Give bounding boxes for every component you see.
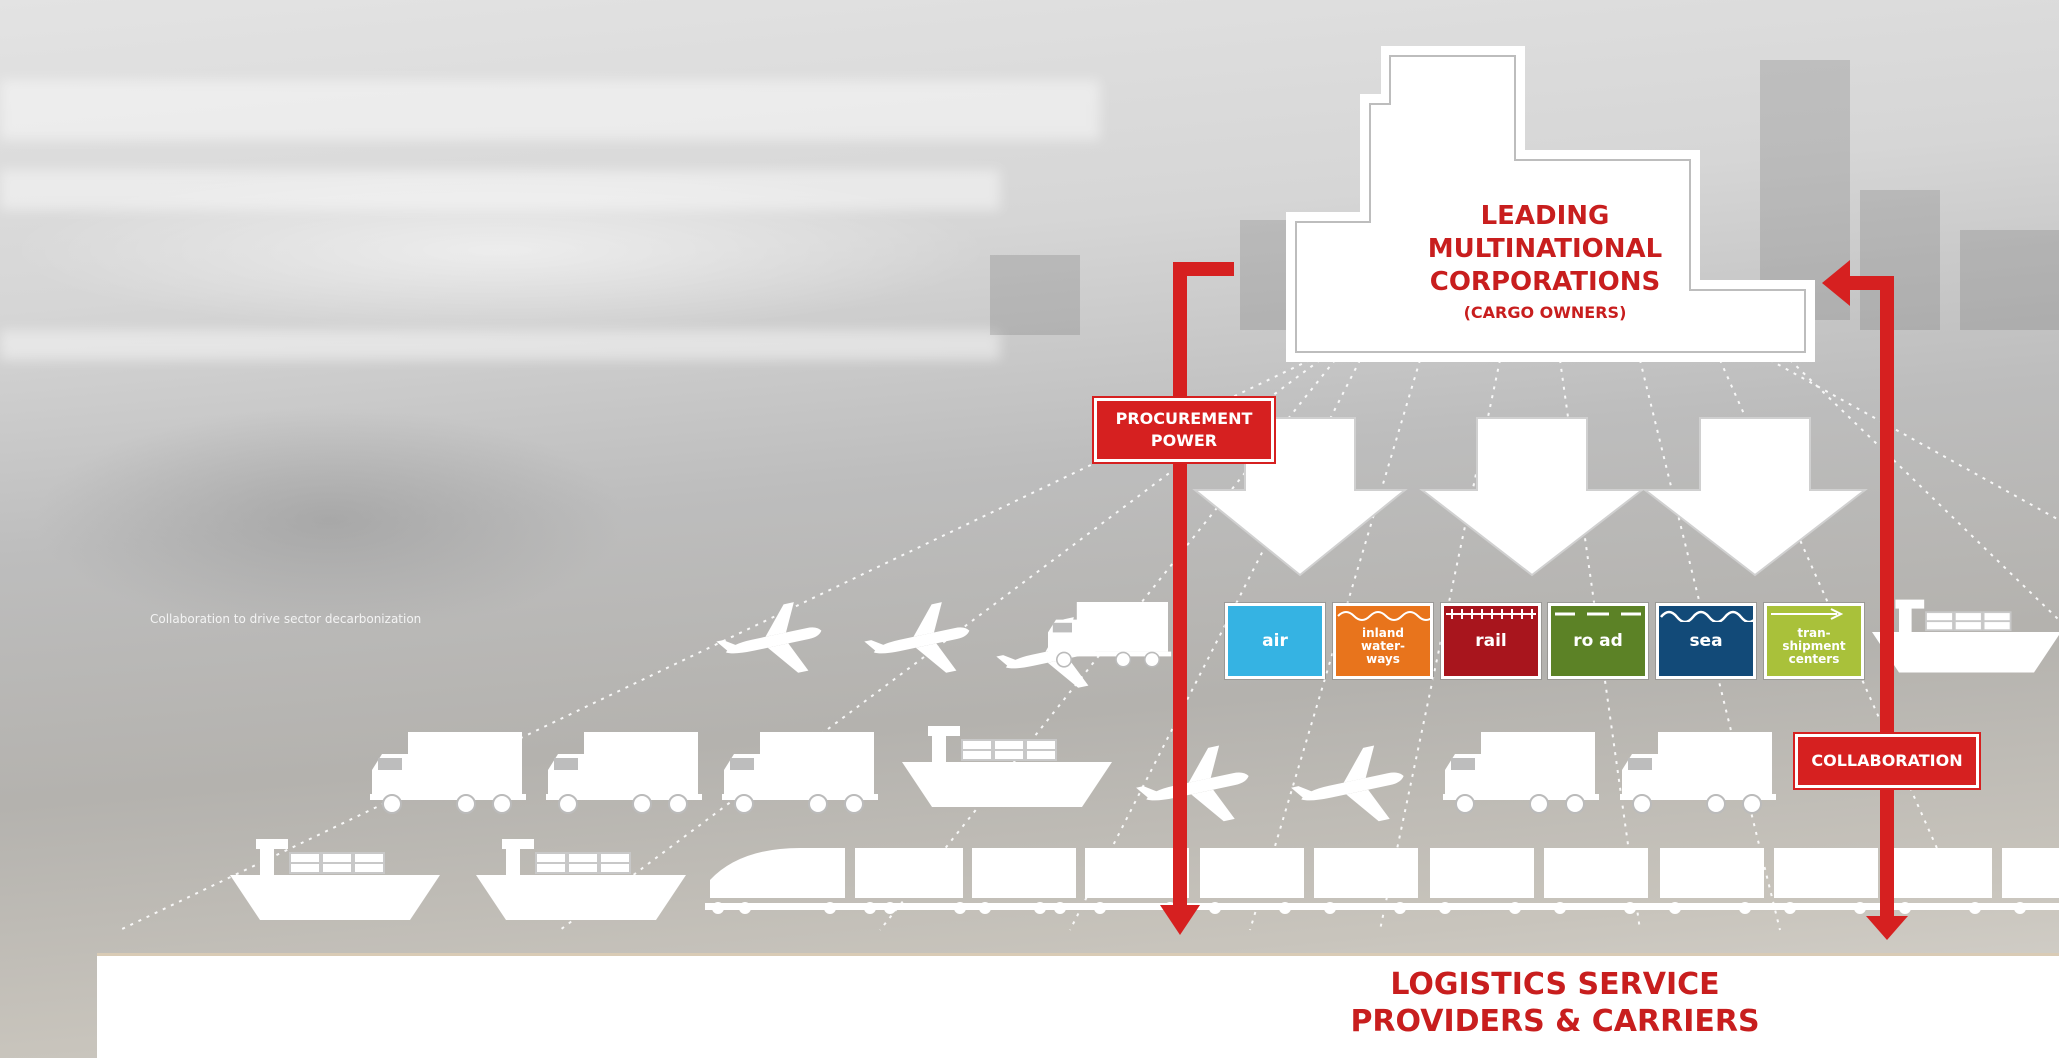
- procurement-power-label: PROCUREMENT POWER: [1094, 398, 1274, 462]
- collaboration-arrow: [1822, 260, 1908, 940]
- procurement-arrow: [1160, 262, 1234, 935]
- wave-icon: [1337, 611, 1430, 621]
- procurement-line1: PROCUREMENT: [1115, 409, 1253, 428]
- collaboration-note: Collaboration to drive sector decarboniz…: [150, 612, 422, 626]
- background-building: [1240, 220, 1290, 330]
- road-icon: [1555, 612, 1641, 616]
- arrow-icon: [1771, 608, 1844, 620]
- mode-sea: sea: [1656, 603, 1756, 679]
- bottom-entity-line1: LOGISTICS SERVICE: [1390, 967, 1720, 1002]
- rail-icon: [1446, 609, 1536, 619]
- collaboration-label: COLLABORATION: [1795, 734, 1979, 788]
- mode-inland-line2: water-: [1361, 638, 1405, 653]
- wave-icon: [1660, 610, 1753, 622]
- train-icon: [705, 848, 2059, 914]
- mode-rail: rail: [1441, 603, 1541, 679]
- mode-air: air: [1225, 603, 1325, 679]
- mode-sea-label: sea: [1689, 631, 1723, 651]
- motion-streak: [0, 330, 1000, 360]
- mode-rail-label: rail: [1475, 631, 1507, 651]
- down-arrow-icon: [1419, 417, 1645, 577]
- down-arrow-icon: [1642, 417, 1868, 577]
- top-entity-sub: (CARGO OWNERS): [1463, 303, 1627, 322]
- background-building: [1860, 190, 1940, 330]
- mode-tran-line1: tran-: [1797, 625, 1831, 640]
- top-entity-title: LEADING MULTINATIONAL CORPORATIONS (CARG…: [1330, 200, 1760, 327]
- motion-streak: [0, 80, 1100, 140]
- mode-transshipment-label: tran- shipment centers: [1782, 617, 1845, 666]
- mode-inland-line3: ways: [1366, 651, 1400, 666]
- bottom-entity-line2: PROVIDERS & CARRIERS: [1350, 1004, 1760, 1039]
- logistics-bar: [97, 953, 2059, 1058]
- bottom-entity-title: LOGISTICS SERVICE PROVIDERS & CARRIERS: [1315, 966, 1795, 1040]
- mode-road-label: ro ad: [1573, 631, 1623, 651]
- mode-inland-line1: inland: [1362, 625, 1404, 640]
- mode-tran-line2: shipment: [1782, 638, 1846, 653]
- mode-inland-waterways: inland water- ways: [1333, 603, 1433, 679]
- mode-air-label: air: [1262, 631, 1288, 651]
- mode-tran-line3: centers: [1788, 651, 1840, 666]
- background-building: [1960, 230, 2059, 330]
- motion-streak: [0, 170, 1000, 210]
- mode-transshipment: tran- shipment centers: [1764, 603, 1864, 679]
- procurement-line2: POWER: [1150, 431, 1218, 450]
- top-entity-line2: MULTINATIONAL: [1427, 234, 1663, 264]
- mode-inland-label: inland water- ways: [1361, 617, 1405, 666]
- background-building: [990, 255, 1080, 335]
- mode-road: ro ad: [1548, 603, 1648, 679]
- top-entity-line3: CORPORATIONS: [1429, 267, 1661, 297]
- top-entity-line1: LEADING: [1480, 201, 1610, 231]
